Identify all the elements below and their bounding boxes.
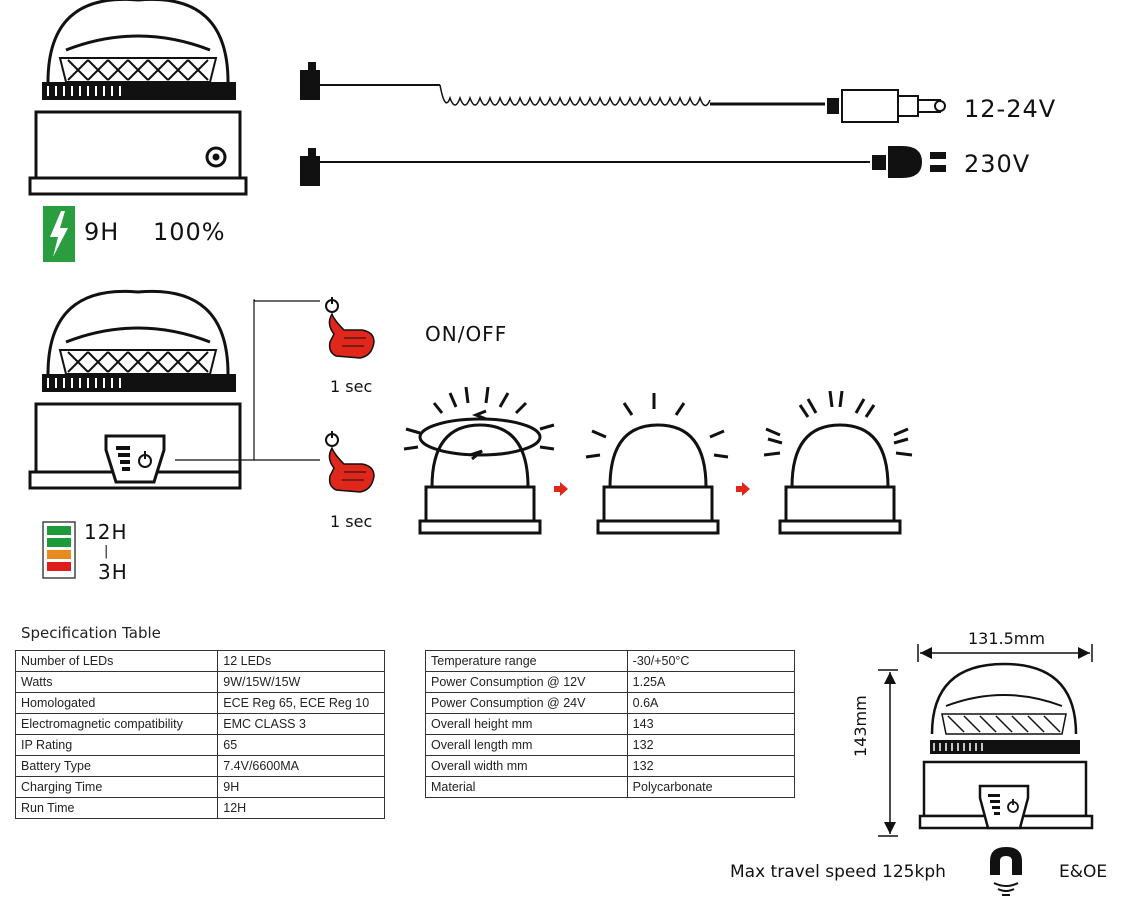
width-dimension: 131.5mm bbox=[968, 629, 1045, 648]
spec-value: 9H bbox=[217, 776, 385, 798]
battery-high: 12H bbox=[84, 520, 128, 544]
disclaimer: E&OE bbox=[1059, 862, 1108, 882]
flash-mode-double bbox=[763, 390, 913, 535]
connector-lines bbox=[175, 299, 320, 461]
beacon-illustration-middle bbox=[28, 289, 242, 490]
spec-label: Material bbox=[425, 776, 628, 798]
label-230v: 230V bbox=[964, 150, 1031, 178]
charge-level: 100% bbox=[153, 218, 226, 246]
beacon-illustration-dimension bbox=[918, 662, 1094, 830]
spec-value: 12H bbox=[217, 797, 385, 819]
spec-label: Number of LEDs bbox=[14, 650, 219, 672]
spec-value: 7.4V/6600MA bbox=[217, 755, 385, 777]
battery-separator: | bbox=[104, 544, 109, 559]
connector-line-top bbox=[254, 300, 320, 302]
spec-value: 132 bbox=[626, 734, 796, 756]
spec-value: 132 bbox=[626, 755, 796, 777]
arrow-right-icon bbox=[736, 482, 750, 496]
battery-bars bbox=[47, 526, 71, 574]
hold-time-bottom: 1 sec bbox=[330, 512, 373, 531]
spec-value: ECE Reg 65, ECE Reg 10 bbox=[217, 692, 385, 714]
magnet-icon bbox=[990, 847, 1022, 896]
spec-value: Polycarbonate bbox=[626, 776, 796, 798]
spec-label: Watts bbox=[14, 671, 219, 693]
spec-value: 9W/15W/15W bbox=[217, 671, 385, 693]
spec-label: Run Time bbox=[14, 797, 219, 819]
spec-value: 65 bbox=[217, 734, 385, 756]
on-off-label: ON/OFF bbox=[425, 322, 508, 346]
height-dimension: 143mm bbox=[851, 695, 870, 757]
spec-label: Charging Time bbox=[14, 776, 219, 798]
arrow-right-icon bbox=[554, 482, 568, 496]
hand-press-icon bbox=[325, 431, 375, 493]
spec-label: IP Rating bbox=[14, 734, 219, 756]
battery-low: 3H bbox=[98, 560, 128, 584]
spec-label: Electromagnetic compatibility bbox=[14, 713, 219, 735]
spec-value: -30/+50°C bbox=[626, 650, 796, 672]
charging-cables bbox=[300, 62, 946, 186]
beacon-illustration-top bbox=[28, 0, 248, 196]
battery-level-bar bbox=[47, 562, 71, 571]
spec-value: 0.6A bbox=[626, 692, 796, 714]
spec-value: 1.25A bbox=[626, 671, 796, 693]
charge-time: 9H bbox=[84, 218, 120, 246]
battery-level-bar bbox=[47, 550, 71, 559]
hold-time-top: 1 sec bbox=[330, 377, 373, 396]
hand-press-icon bbox=[325, 297, 375, 359]
lightning-icon bbox=[43, 206, 75, 262]
label-12-24v: 12-24V bbox=[964, 95, 1057, 123]
dimension-arrows bbox=[878, 644, 1093, 837]
flash-mode-blink bbox=[585, 393, 729, 535]
spec-value: 12 LEDs bbox=[217, 650, 385, 672]
spec-value: EMC CLASS 3 bbox=[217, 713, 385, 735]
max-travel-speed: Max travel speed 125kph bbox=[730, 862, 946, 882]
spec-value: 143 bbox=[626, 713, 796, 735]
spec-label: Overall length mm bbox=[425, 734, 628, 756]
spec-label: Overall width mm bbox=[425, 755, 628, 777]
battery-level-bar bbox=[47, 538, 71, 547]
table-row: Temperature range-30/+50°C bbox=[425, 650, 796, 672]
flash-mode-rotating bbox=[403, 386, 555, 535]
spec-label: Temperature range bbox=[425, 650, 628, 672]
spec-title: Specification Table bbox=[21, 624, 161, 642]
spec-label: Power Consumption @ 12V bbox=[425, 671, 628, 693]
battery-level-bar bbox=[47, 526, 71, 535]
spec-label: Homologated bbox=[14, 692, 219, 714]
spec-label: Power Consumption @ 24V bbox=[425, 692, 628, 714]
spec-label: Overall height mm bbox=[425, 713, 628, 735]
spec-label: Battery Type bbox=[14, 755, 219, 777]
